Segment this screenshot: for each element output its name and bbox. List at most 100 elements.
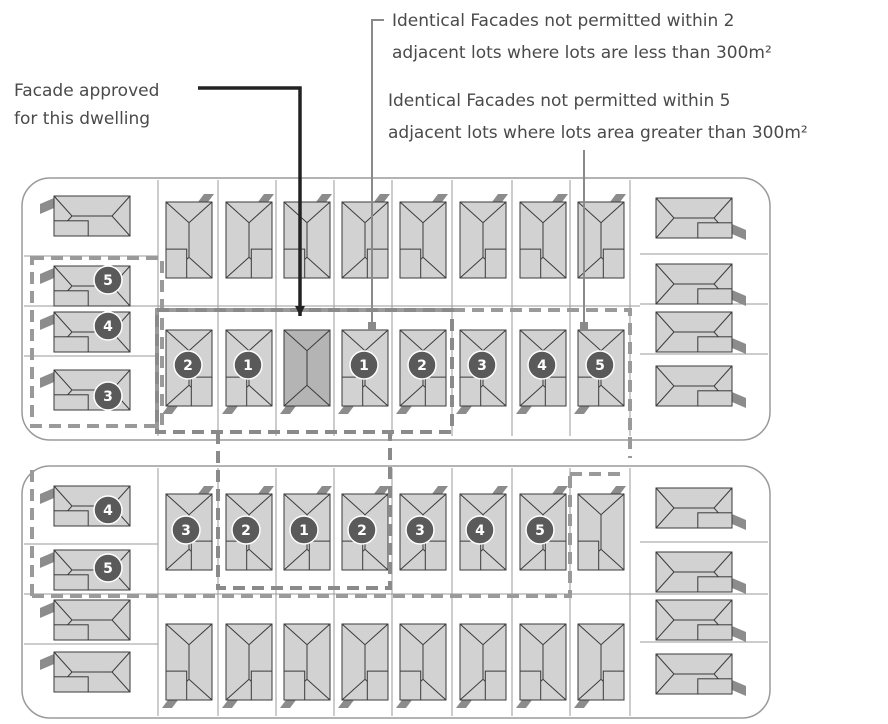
garage-wing [519, 248, 542, 279]
lower-bottom-house [338, 623, 389, 708]
badge-circle [407, 350, 437, 380]
two-lot-rule-marker [368, 322, 376, 330]
badge-circle [93, 495, 123, 525]
driveway [516, 406, 532, 414]
upper-row-badge: 2 [407, 350, 437, 380]
badge-number: 4 [537, 358, 547, 374]
driveway [456, 406, 472, 414]
garage-wing [308, 540, 331, 571]
garage-wing [697, 512, 733, 529]
driveway [280, 700, 296, 708]
garage-wing [366, 670, 389, 701]
lower-row-badge: 1 [289, 515, 319, 545]
roof-lines [283, 329, 331, 407]
left-lots-group-outline [30, 256, 164, 428]
garage-wing [53, 510, 89, 527]
upper-houses [40, 194, 746, 414]
driveway [40, 602, 54, 618]
badge-number: 5 [103, 273, 113, 289]
garage-wing [399, 670, 422, 701]
driveway [40, 552, 54, 568]
garage-wing [697, 678, 733, 695]
driveway [492, 486, 508, 494]
upper-top-house [225, 194, 274, 279]
driveway [316, 194, 332, 202]
garage-wing [459, 540, 482, 571]
badge-number: 2 [241, 523, 251, 539]
badge-circle [525, 515, 555, 545]
garage-wing [519, 670, 542, 701]
lower-right-house [655, 653, 746, 696]
garage-wing [53, 290, 89, 307]
lower-houses [40, 485, 746, 708]
badge-circle [347, 515, 377, 545]
upper-top-house [341, 194, 390, 279]
garage-wing [697, 390, 733, 407]
garage-wing [53, 574, 89, 591]
lower-bottom-house [222, 623, 273, 708]
garage-wing [399, 248, 422, 279]
upper-top-house [577, 194, 626, 279]
garage-wing [53, 676, 89, 693]
lower-left-badge: 5 [93, 553, 123, 583]
badge-number: 3 [477, 358, 487, 374]
upper-row-badge: 5 [585, 350, 615, 380]
driveway [732, 392, 746, 408]
garage-wing [484, 670, 507, 701]
upper-top-house [165, 194, 214, 279]
lower-bottom-house [280, 623, 331, 708]
lower-bottom-house [516, 623, 567, 708]
badge-circle [405, 515, 435, 545]
garage-wing [424, 540, 447, 571]
driveway [456, 700, 472, 708]
badge-number: 5 [595, 358, 605, 374]
driveway [40, 372, 54, 388]
garage-wing [697, 336, 733, 353]
badge-circle [93, 311, 123, 341]
badge-circle [173, 350, 203, 380]
badge-circle [465, 515, 495, 545]
upper-top-house [283, 194, 332, 279]
lower-row-badge: 4 [465, 515, 495, 545]
driveway [40, 488, 54, 504]
lower-lot-lines [24, 468, 768, 716]
driveway [162, 406, 178, 414]
upper-left-badge: 5 [93, 265, 123, 295]
driveway [396, 700, 412, 708]
badge-circle [527, 350, 557, 380]
driveway [198, 486, 214, 494]
upper-left-badge: 4 [93, 311, 123, 341]
badge-number: 1 [299, 523, 309, 539]
driveway [258, 194, 274, 202]
badge-number: 2 [357, 523, 367, 539]
badge-number: 1 [359, 358, 369, 374]
badge-circle [171, 515, 201, 545]
garage-wing [250, 670, 273, 701]
garage-wing [165, 670, 188, 701]
approved-label-line1: Facade approved [14, 81, 159, 101]
garage-wing [697, 222, 733, 239]
garage-wing [250, 248, 273, 279]
badge-number: 4 [103, 319, 113, 335]
garage-wing [190, 376, 213, 407]
driveway [610, 194, 626, 202]
garage-wing [341, 376, 364, 407]
garage-wing [53, 336, 89, 353]
rule-two-lots-line1: Identical Facades not permitted within 2 [392, 11, 734, 31]
garage-wing [544, 540, 567, 571]
upper-right-house [655, 365, 746, 408]
driveway [732, 224, 746, 240]
lower-row-badge: 3 [171, 515, 201, 545]
garage-wing [484, 248, 507, 279]
driveway [222, 700, 238, 708]
upper-row-badge: 1 [349, 350, 379, 380]
badge-number: 1 [243, 358, 253, 374]
garage-wing [544, 376, 567, 407]
driveway [162, 700, 178, 708]
driveway [732, 578, 746, 594]
lower-row-badge: 2 [347, 515, 377, 545]
upper-right-house [655, 197, 746, 240]
rule-two-lots-line2: adjacent lots where lots are less than 3… [392, 43, 772, 63]
